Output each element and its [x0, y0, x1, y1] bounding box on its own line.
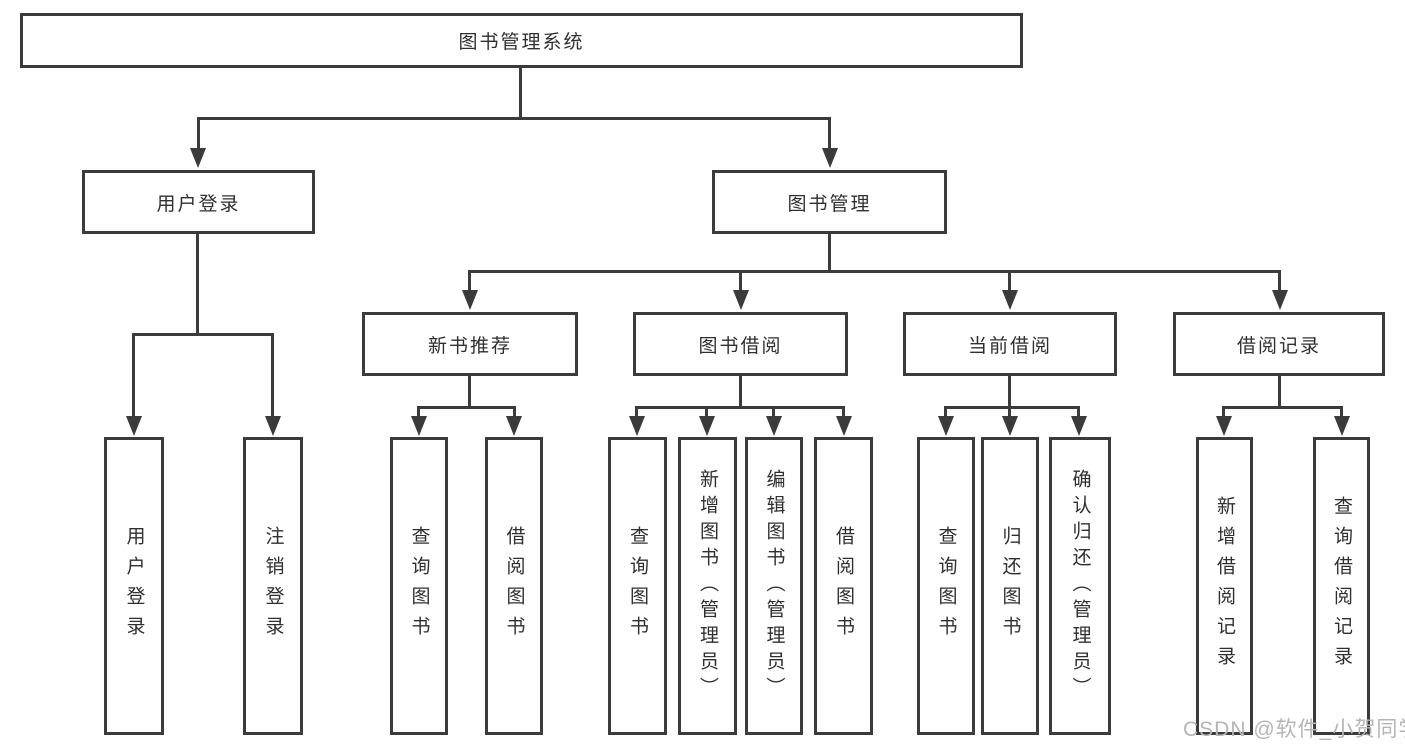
node-label: 用户登录	[123, 526, 145, 646]
connector-line	[772, 406, 775, 420]
connector-line	[705, 406, 708, 420]
connector-line	[635, 406, 638, 420]
connector-line	[197, 117, 831, 120]
leaf-add-borrow-record: 新增借阅记录	[1196, 437, 1253, 735]
leaf-confirm-return-admin: 确认归还（管理员）	[1049, 437, 1111, 735]
connector-line	[1008, 406, 1011, 420]
leaf-logout: 注销登录	[243, 437, 303, 735]
node-label: 借阅图书	[503, 526, 525, 646]
node-label: 确认归还（管理员）	[1069, 469, 1091, 703]
leaf-query-books-recommend: 查询图书	[390, 437, 448, 735]
arrowhead-down-icon	[938, 416, 954, 436]
node-label: 查询图书	[627, 526, 648, 646]
leaf-query-borrow-record: 查询借阅记录	[1313, 437, 1370, 735]
node-label: 注销登录	[262, 526, 284, 646]
connector-line	[1278, 376, 1281, 408]
node-book-management: 图书管理	[712, 170, 947, 234]
node-label: 图书借阅	[698, 335, 783, 357]
connector-line	[739, 376, 742, 408]
arrowhead-down-icon	[1272, 290, 1288, 310]
arrowhead-down-icon	[126, 416, 142, 436]
node-label: 借阅图书	[833, 526, 854, 646]
connector-line	[1340, 406, 1343, 420]
connector-line	[271, 333, 274, 420]
leaf-edit-book-admin: 编辑图书（管理员）	[745, 437, 803, 735]
arrowhead-down-icon	[1002, 416, 1018, 436]
node-label: 新书推荐	[427, 335, 512, 357]
connector-line	[944, 406, 1079, 409]
connector-line	[828, 234, 831, 273]
node-label: 当前借阅	[967, 335, 1052, 357]
node-new-book-recommend: 新书推荐	[362, 312, 578, 376]
connector-line	[1008, 270, 1011, 296]
connector-line	[513, 406, 516, 420]
connector-line	[1077, 406, 1080, 420]
leaf-add-book-admin: 新增图书（管理员）	[678, 437, 737, 735]
node-label: 查询图书	[935, 526, 957, 646]
leaf-return-book: 归还图书	[981, 437, 1039, 735]
node-label: 编辑图书（管理员）	[763, 469, 785, 703]
arrowhead-down-icon	[190, 148, 206, 168]
node-root-system: 图书管理系统	[20, 13, 1023, 68]
arrowhead-down-icon	[1071, 416, 1087, 436]
arrowhead-down-icon	[836, 416, 852, 436]
arrowhead-down-icon	[699, 416, 715, 436]
arrowhead-down-icon	[822, 148, 838, 168]
connector-line	[196, 233, 199, 336]
connector-line	[944, 406, 947, 420]
leaf-query-books-borrow: 查询图书	[608, 437, 667, 735]
csdn-watermark: CSDN @软件_小贺同学	[1183, 718, 1405, 741]
arrowhead-down-icon	[1334, 416, 1350, 436]
connector-line	[1278, 270, 1281, 296]
leaf-user-login: 用户登录	[104, 437, 164, 735]
node-label: 查询借阅记录	[1331, 496, 1352, 676]
arrowhead-down-icon	[733, 290, 749, 310]
connector-line	[417, 406, 420, 420]
leaf-borrow-books-recommend: 借阅图书	[485, 437, 543, 735]
connector-line	[197, 117, 200, 152]
node-user-login: 用户登录	[82, 170, 315, 234]
arrowhead-down-icon	[411, 416, 427, 436]
node-borrow-record: 借阅记录	[1173, 312, 1385, 376]
arrowhead-down-icon	[629, 416, 645, 436]
arrowhead-down-icon	[265, 416, 281, 436]
node-label: 新增借阅记录	[1214, 496, 1235, 676]
node-label: 新增图书（管理员）	[697, 469, 718, 703]
arrowhead-down-icon	[1216, 416, 1232, 436]
arrowhead-down-icon	[766, 416, 782, 436]
node-label: 借阅记录	[1236, 335, 1321, 357]
node-current-borrow: 当前借阅	[903, 312, 1117, 376]
connector-line	[468, 376, 471, 408]
connector-line	[842, 406, 845, 420]
node-label: 图书管理	[787, 193, 872, 215]
connector-line	[1222, 406, 1342, 409]
arrowhead-down-icon	[462, 290, 478, 310]
leaf-borrow-books-module: 借阅图书	[814, 437, 873, 735]
connector-line	[739, 270, 742, 296]
arrowhead-down-icon	[506, 416, 522, 436]
connector-line	[468, 270, 471, 296]
connector-line	[468, 270, 1281, 273]
node-label: 用户登录	[156, 193, 241, 215]
arrowhead-down-icon	[1002, 290, 1018, 310]
node-book-borrow: 图书借阅	[633, 312, 848, 376]
node-label: 图书管理系统	[458, 32, 585, 53]
connector-line	[418, 406, 515, 409]
connector-line	[132, 333, 274, 336]
connector-line	[132, 333, 135, 420]
connector-line	[1008, 376, 1011, 408]
connector-line	[1222, 406, 1225, 420]
node-label: 归还图书	[999, 526, 1021, 646]
connector-line	[519, 68, 522, 120]
leaf-query-books-current: 查询图书	[917, 437, 975, 735]
connector-line	[828, 117, 831, 152]
node-label: 查询图书	[408, 526, 430, 646]
